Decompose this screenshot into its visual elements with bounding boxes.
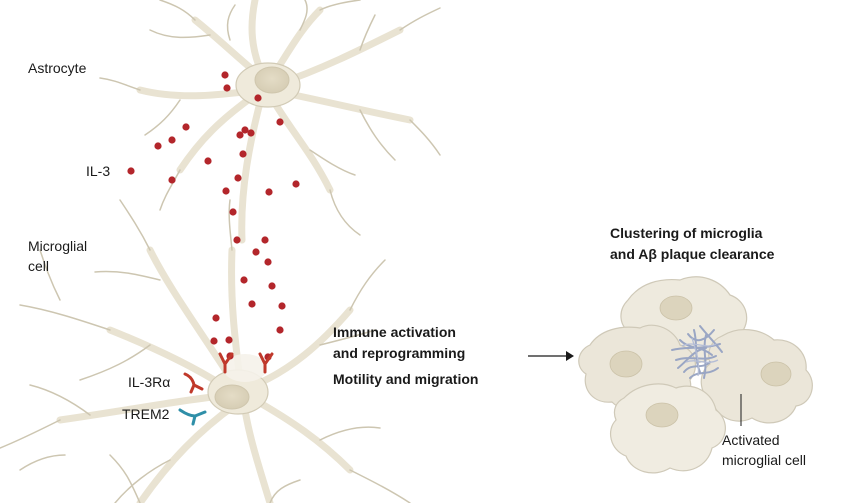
activated-microglial-label-line2: microglial cell [722, 452, 807, 468]
activated-microglia-bottom [609, 383, 726, 474]
il3-legend-dot [127, 167, 135, 175]
process-arrow [528, 351, 574, 361]
microglial-cell-label-line1: Microglial [28, 238, 88, 254]
process-motility-migration: Motility and migration [333, 371, 479, 387]
il3-particles [154, 71, 300, 361]
microglial-cell [0, 199, 411, 503]
outcome-title-line2: and Aβ plaque clearance [610, 246, 775, 262]
process-immune-activation-line1: Immune activation [333, 324, 456, 340]
astrocyte-cell [99, 0, 441, 244]
astrocyte-label: Astrocyte [28, 60, 87, 76]
activated-microglial-label-line1: Activated [722, 432, 780, 448]
microglial-cell-label-line2: cell [28, 258, 50, 274]
trem2-label: TREM2 [122, 406, 170, 422]
il3r-label: IL-3Rα [128, 374, 171, 390]
microglia-cluster [578, 276, 813, 474]
process-immune-activation-line2: and reprogramming [333, 345, 466, 361]
outcome-title-line1: Clustering of microglia [610, 225, 763, 241]
il3-label: IL-3 [86, 163, 111, 179]
trem2-icon [178, 408, 207, 426]
il3r-receptors [218, 352, 274, 374]
activated-microglia-right [700, 329, 813, 424]
il3r-icon [183, 372, 204, 394]
